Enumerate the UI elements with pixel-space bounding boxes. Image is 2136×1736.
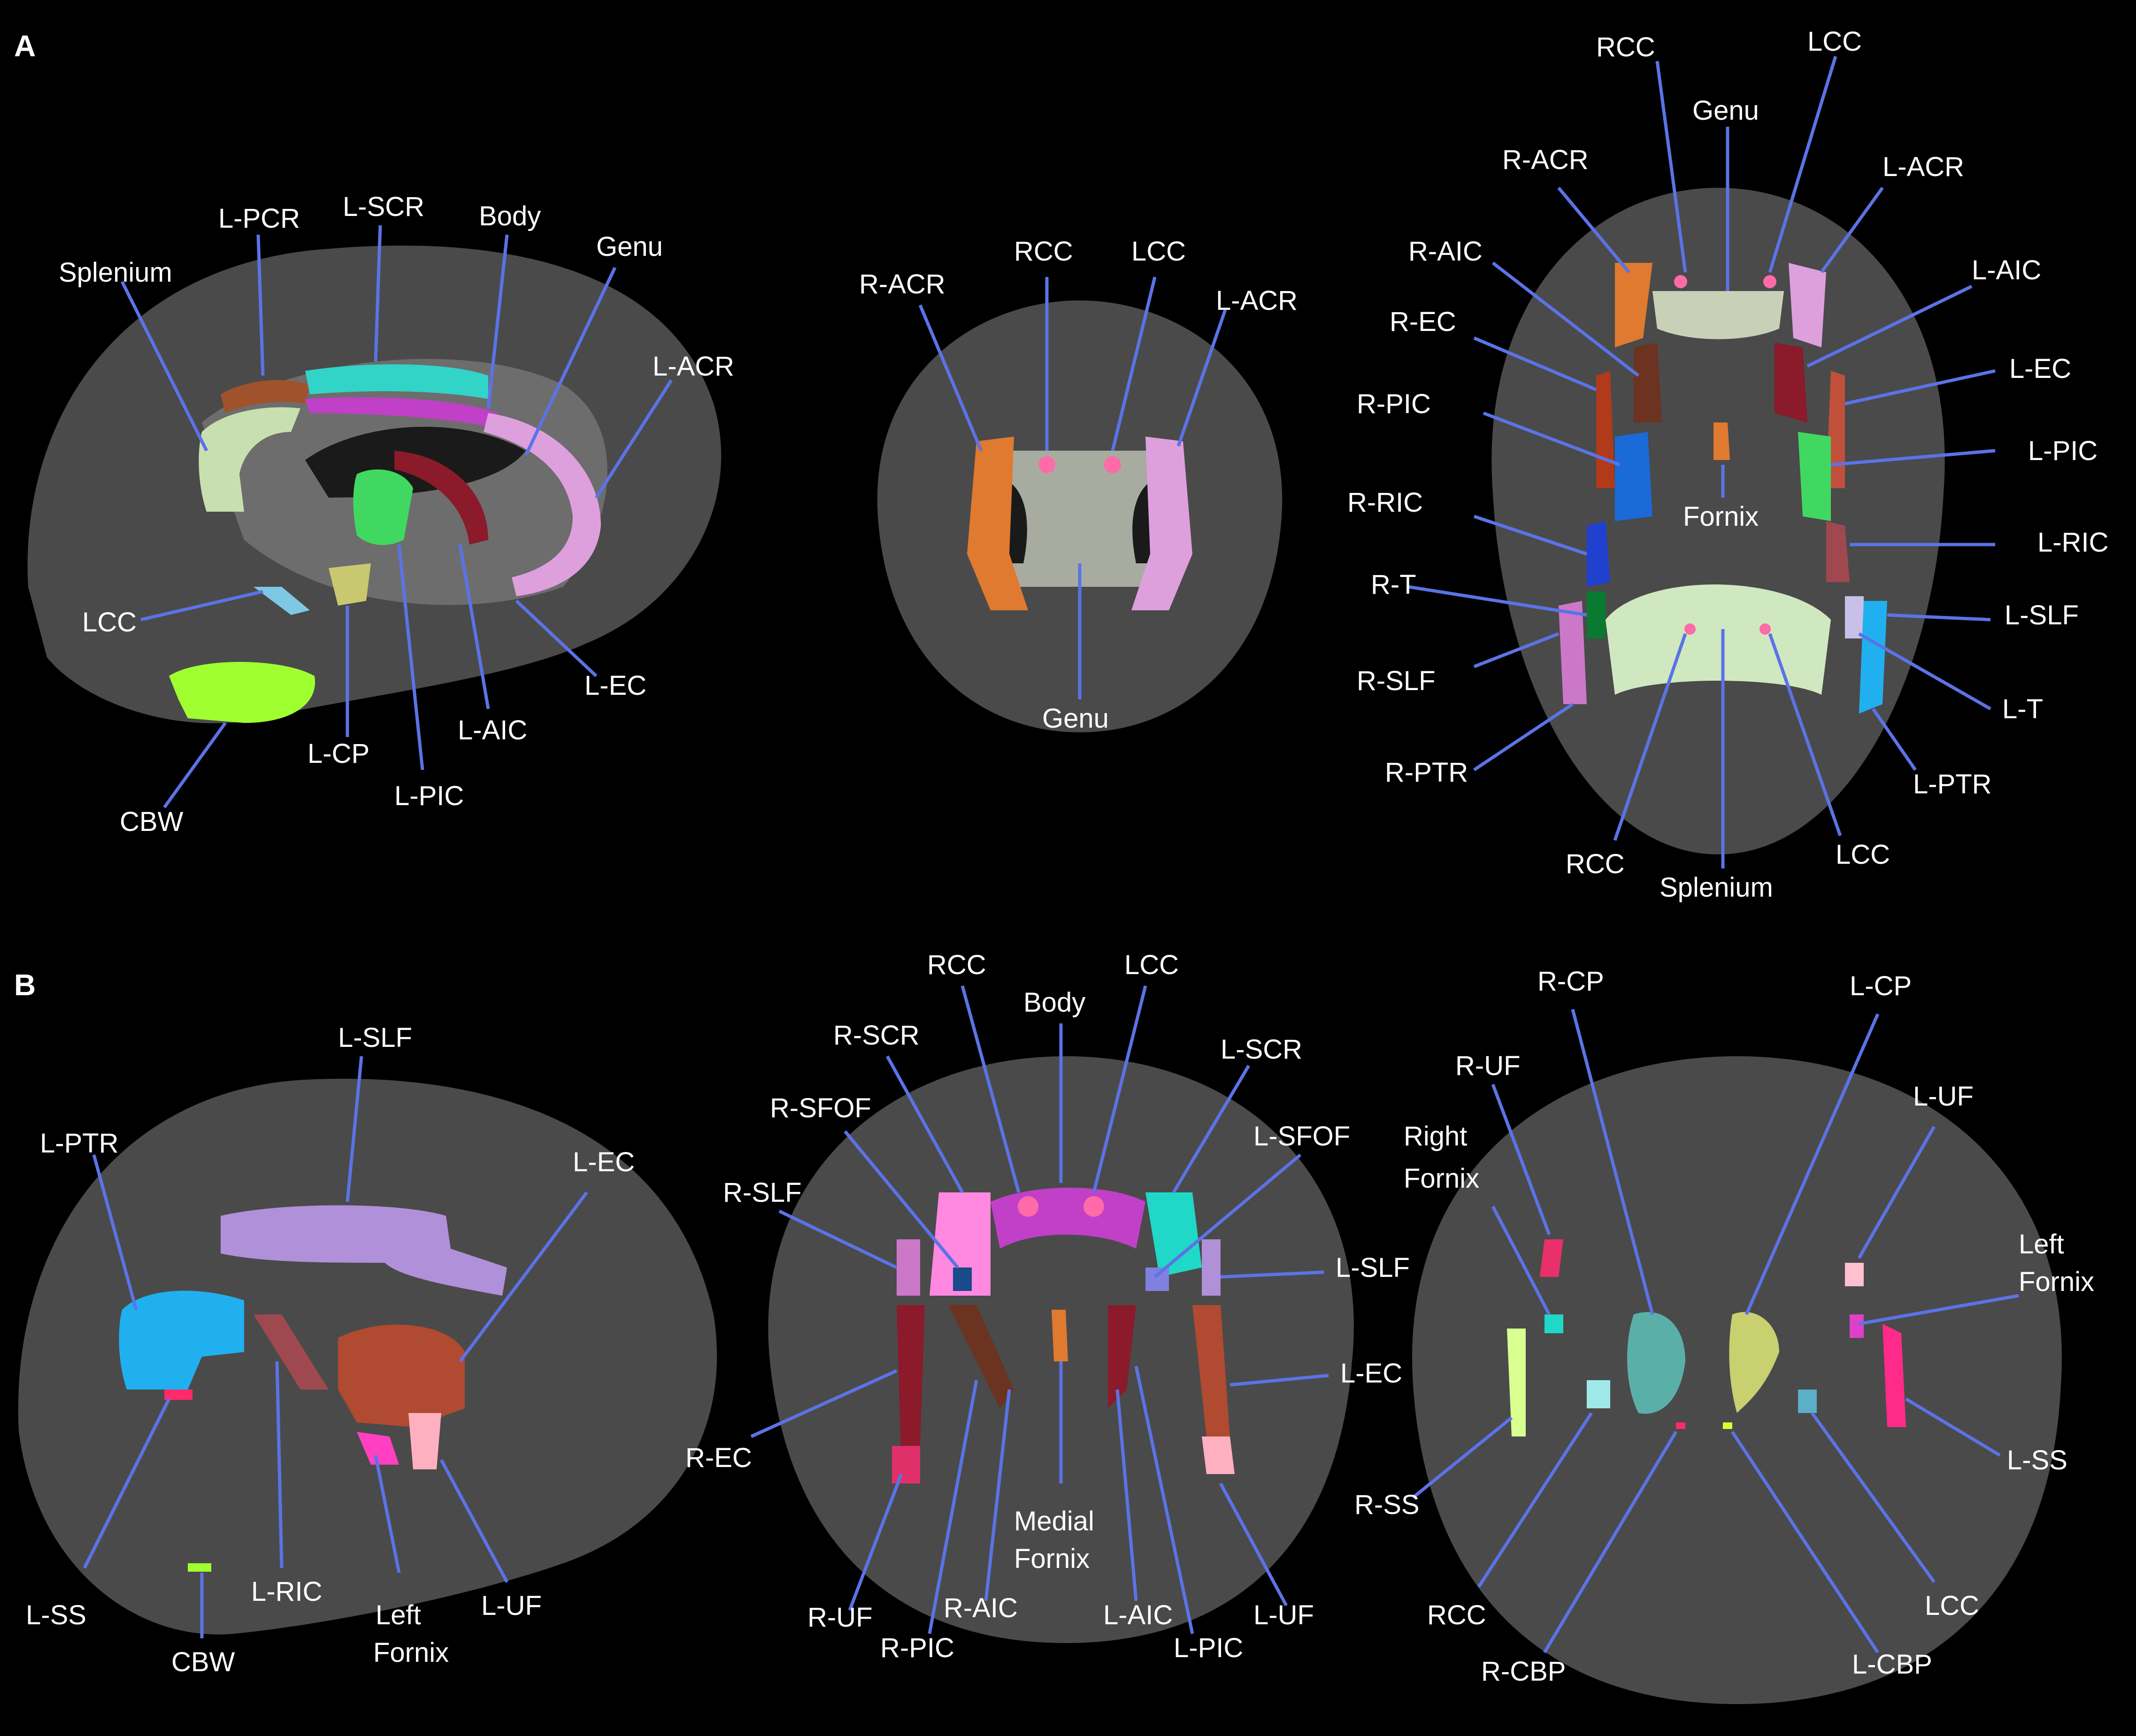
- label-a-ax-rcc-top: RCC: [1596, 32, 1655, 62]
- label-b-cor-l-pic: L-PIC: [1174, 1633, 1243, 1663]
- label-b-cor-rcc: RCC: [927, 950, 986, 980]
- label-a-ax-r-t: R-T: [1371, 569, 1416, 600]
- label-a-ax-l-slf: L-SLF: [2005, 600, 2079, 630]
- label-a-ax-r-pic: R-PIC: [1357, 389, 1431, 419]
- label-a-sag-lcc: LCC: [82, 607, 137, 638]
- label-b-cor-r-pic: R-PIC: [880, 1633, 954, 1663]
- label-a-ax-l-acr: L-ACR: [1882, 152, 1964, 182]
- label-a-sag-l-scr: L-SCR: [343, 192, 424, 222]
- label-b-cor-l-uf: L-UF: [1253, 1600, 1314, 1630]
- brain-a-sagittal: [27, 246, 722, 723]
- label-a-sag-genu: Genu: [596, 231, 663, 262]
- label-a-ax-r-aic: R-AIC: [1408, 236, 1483, 267]
- label-b-ax-rcc: RCC: [1427, 1600, 1486, 1630]
- label-a-ax-r-ric: R-RIC: [1347, 487, 1423, 518]
- label-a-sag-l-acr: L-ACR: [653, 351, 734, 382]
- brain-b-coronal: [768, 1056, 1354, 1643]
- label-a-ax-l-ptr: L-PTR: [1913, 769, 1992, 799]
- label-b-cor-lcc: LCC: [1124, 950, 1179, 980]
- label-b-ax-r-cp: R-CP: [1537, 966, 1604, 997]
- label-b-sag-l-ec: L-EC: [573, 1147, 635, 1177]
- arrows: [83, 55, 2019, 1653]
- brain-b-sagittal: [18, 1078, 717, 1635]
- label-b-sag-l-slf: L-SLF: [338, 1022, 412, 1053]
- label-a-ax-lcc-bottom: LCC: [1836, 839, 1890, 870]
- label-b-sag-left: Left: [376, 1600, 421, 1630]
- label-a-sag-l-pcr: L-PCR: [218, 203, 300, 234]
- label-b-cor-l-scr: L-SCR: [1221, 1034, 1302, 1065]
- label-b-ax-left: Left: [2019, 1229, 2064, 1260]
- label-a-ax-l-ric: L-RIC: [2037, 527, 2108, 558]
- label-b-cor-r-scr: R-SCR: [833, 1020, 920, 1051]
- label-a-ax-fornix: Fornix: [1683, 501, 1759, 532]
- label-b-cor-r-ec: R-EC: [685, 1443, 752, 1473]
- label-a-ax-r-ptr: R-PTR: [1385, 757, 1468, 788]
- label-b-sag-fornix: Fornix: [373, 1637, 449, 1668]
- label-b-ax-l-cbp: L-CBP: [1852, 1649, 1932, 1680]
- label-a-cor-lcc: LCC: [1131, 236, 1186, 267]
- label-b-ax-l-ss: L-SS: [2007, 1445, 2067, 1475]
- label-a-cor-r-acr: R-ACR: [859, 269, 945, 300]
- label-a-ax-genu: Genu: [1692, 95, 1759, 126]
- label-a-cor-genu: Genu: [1042, 703, 1109, 734]
- label-b-cor-fornix: Fornix: [1014, 1544, 1090, 1574]
- label-b-cor-body: Body: [1023, 987, 1085, 1018]
- panel-label-b: B: [14, 968, 36, 1002]
- label-a-sag-body: Body: [479, 201, 541, 231]
- label-b-cor-l-ec: L-EC: [1340, 1358, 1402, 1389]
- label-b-cor-r-sfof: R-SFOF: [770, 1093, 871, 1123]
- label-a-ax-l-ec: L-EC: [2009, 353, 2071, 384]
- label-b-ax-l-cp: L-CP: [1850, 971, 1912, 1001]
- label-a-ax-splenium: Splenium: [1660, 872, 1773, 903]
- label-a-sag-l-ec: L-EC: [584, 670, 646, 701]
- label-b-ax-r-cbp: R-CBP: [1481, 1656, 1566, 1687]
- label-b-ax-left-fornix: Fornix: [2019, 1267, 2094, 1297]
- label-b-ax-r-ss: R-SS: [1354, 1490, 1420, 1520]
- brain-a-axial: [1491, 188, 1945, 854]
- label-b-cor-r-slf: R-SLF: [723, 1177, 802, 1208]
- label-b-cor-r-uf: R-UF: [807, 1602, 873, 1633]
- label-b-sag-cbw: CBW: [171, 1647, 235, 1677]
- label-a-sag-l-cp: L-CP: [307, 738, 369, 769]
- label-b-cor-r-aic: R-AIC: [944, 1593, 1018, 1623]
- label-a-ax-r-slf: R-SLF: [1357, 666, 1436, 696]
- label-b-ax-right: Right: [1404, 1121, 1467, 1152]
- label-a-ax-rcc-bottom: RCC: [1566, 849, 1625, 879]
- label-b-sag-l-ss: L-SS: [26, 1600, 86, 1630]
- label-b-cor-l-slf: L-SLF: [1336, 1252, 1410, 1283]
- label-b-ax-l-uf: L-UF: [1913, 1081, 1974, 1112]
- labels: Splenium L-PCR L-SCR Body Genu L-ACR LCC…: [26, 26, 2108, 1687]
- label-a-ax-l-aic: L-AIC: [1972, 255, 2041, 285]
- label-b-cor-medial: Medial: [1014, 1506, 1094, 1536]
- panel-label-a: A: [14, 29, 36, 63]
- label-a-cor-l-acr: L-ACR: [1216, 285, 1298, 316]
- label-a-sag-splenium: Splenium: [59, 257, 172, 288]
- label-b-ax-right-fornix: Fornix: [1404, 1163, 1479, 1194]
- label-a-ax-lcc-top: LCC: [1807, 26, 1862, 57]
- brain-a-coronal: [877, 300, 1283, 732]
- label-a-sag-l-pic: L-PIC: [394, 781, 464, 811]
- brain-b-axial: [1412, 1056, 2062, 1704]
- label-a-cor-rcc: RCC: [1014, 236, 1073, 267]
- label-a-ax-r-acr: R-ACR: [1502, 145, 1589, 175]
- label-a-ax-l-t: L-T: [2002, 694, 2043, 724]
- label-b-cor-l-sfof: L-SFOF: [1253, 1121, 1350, 1152]
- label-a-sag-cbw: CBW: [120, 807, 184, 837]
- label-b-sag-l-ric: L-RIC: [251, 1576, 322, 1607]
- label-a-sag-l-aic: L-AIC: [458, 715, 527, 745]
- label-a-ax-l-pic: L-PIC: [2028, 436, 2098, 466]
- label-b-ax-lcc: LCC: [1925, 1590, 1979, 1621]
- label-b-sag-l-ptr: L-PTR: [40, 1128, 119, 1159]
- label-b-sag-l-uf: L-UF: [481, 1590, 542, 1621]
- label-a-ax-r-ec: R-EC: [1390, 307, 1456, 337]
- label-b-cor-l-aic: L-AIC: [1103, 1600, 1173, 1630]
- label-b-ax-r-uf: R-UF: [1455, 1051, 1521, 1081]
